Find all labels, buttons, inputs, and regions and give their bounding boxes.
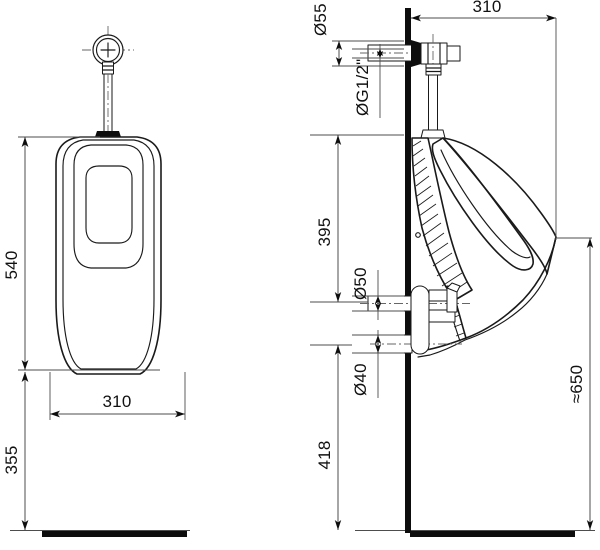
dim-395-arrow-bottom [334, 292, 342, 302]
side-view-group: 310 Ø55 ØG1/2" [310, 0, 595, 537]
front-floor-slab [42, 530, 187, 537]
dim-side-projection-310: 310 [411, 0, 557, 240]
dim-label-dia-55: Ø55 [311, 3, 330, 36]
dim-label-540: 540 [2, 251, 21, 280]
dim-310s-arrow-left [411, 14, 421, 22]
dim-side-valve-dia-55: Ø55 [311, 3, 404, 67]
front-bowl-basin-rim [73, 144, 144, 269]
side-bowl-basin-opening [431, 137, 534, 271]
side-bowl-underside-lower [417, 339, 466, 358]
side-bowl-section-hatching [412, 140, 468, 296]
front-inlet-collar [95, 131, 121, 137]
dim-355-arrow-bottom [21, 520, 29, 530]
side-bowl-back-section [411, 137, 473, 301]
dim-418-arrow-bottom [334, 520, 342, 530]
side-fixing-hole [415, 232, 421, 238]
dim-418-arrow-top [334, 345, 342, 355]
side-bowl-front-outer-curve [465, 236, 557, 339]
side-flush-valve-group [360, 34, 461, 139]
side-bowl-front-inner-curve [464, 273, 548, 341]
side-trap-group [360, 282, 470, 355]
front-valve-coupling-nut [102, 61, 114, 75]
front-bowl-outer-body [55, 136, 162, 375]
front-flush-valve-group [82, 26, 134, 78]
dim-label-355: 355 [2, 446, 21, 475]
dim-front-height-540: 540 [2, 136, 160, 371]
front-view-group: 540 355 310 [2, 26, 190, 537]
dim-40-arrow-top [374, 335, 382, 344]
dim-side-outlet-dia-50: Ø50 [351, 267, 404, 320]
front-bowl-inner-shell [62, 139, 155, 370]
dim-395-arrow-top [334, 135, 342, 145]
dim-label-650: ≈650 [567, 365, 586, 404]
front-flush-pipe-group [95, 73, 121, 137]
side-basin-inner-edge [440, 149, 531, 259]
side-bowl-group [411, 137, 557, 358]
dim-front-width-310: 310 [49, 372, 186, 420]
dim-label-310-side: 310 [473, 0, 502, 16]
dim-label-dia-50: Ø50 [351, 267, 370, 300]
side-inlet-collar [420, 129, 446, 139]
dim-side-rim-height-395: 395 [310, 134, 404, 303]
dim-side-lip-height-650: ≈650 [556, 237, 594, 530]
dim-310s-arrow-right [546, 14, 556, 22]
dim-50-arrow-bottom [374, 303, 382, 311]
dim-650-arrow-bottom [586, 520, 594, 530]
dim-label-395: 395 [315, 218, 334, 247]
dim-label-dia-40: Ø40 [351, 363, 370, 396]
dim-55-arrow-top [335, 41, 343, 50]
dim-side-waste-dia-40: Ø40 [351, 330, 404, 398]
dim-310f-arrow-left [50, 410, 60, 418]
dim-front-floorgap-355: 355 [2, 372, 29, 530]
dim-side-supply-thread: ØG1/2" [352, 44, 404, 118]
dim-310f-arrow-right [175, 410, 185, 418]
side-valve-elbow [425, 63, 442, 76]
side-trap-inlet-stub [428, 289, 450, 302]
side-trap-riser-cap [446, 282, 461, 293]
dim-40-arrow-bottom [374, 344, 382, 353]
dim-label-310-front: 310 [103, 392, 132, 411]
dim-55-arrow-bottom [335, 57, 343, 66]
side-valve-actuator-cap [446, 45, 461, 62]
dim-side-waste-height-418: 418 [310, 344, 352, 530]
dim-650-arrow-top [586, 238, 594, 248]
side-valve-body [420, 42, 448, 65]
side-wall-escutcheon [411, 40, 421, 67]
front-bowl-inner-panel [85, 165, 133, 244]
side-floor-slab [410, 530, 575, 537]
dim-540-arrow-top [21, 137, 29, 147]
dim-label-supply-thread: ØG1/2" [353, 59, 372, 116]
dim-50-arrow-top [374, 296, 382, 304]
side-drop-tube [428, 74, 438, 131]
dim-label-418: 418 [315, 441, 334, 470]
dim-g12-arrow-bottom [376, 51, 384, 58]
dim-540-arrow-bottom [21, 360, 29, 370]
side-trap-mid-connector [428, 309, 456, 323]
dim-355-arrow-top [21, 372, 29, 382]
side-wall [405, 8, 411, 533]
side-trap-body [410, 285, 430, 355]
